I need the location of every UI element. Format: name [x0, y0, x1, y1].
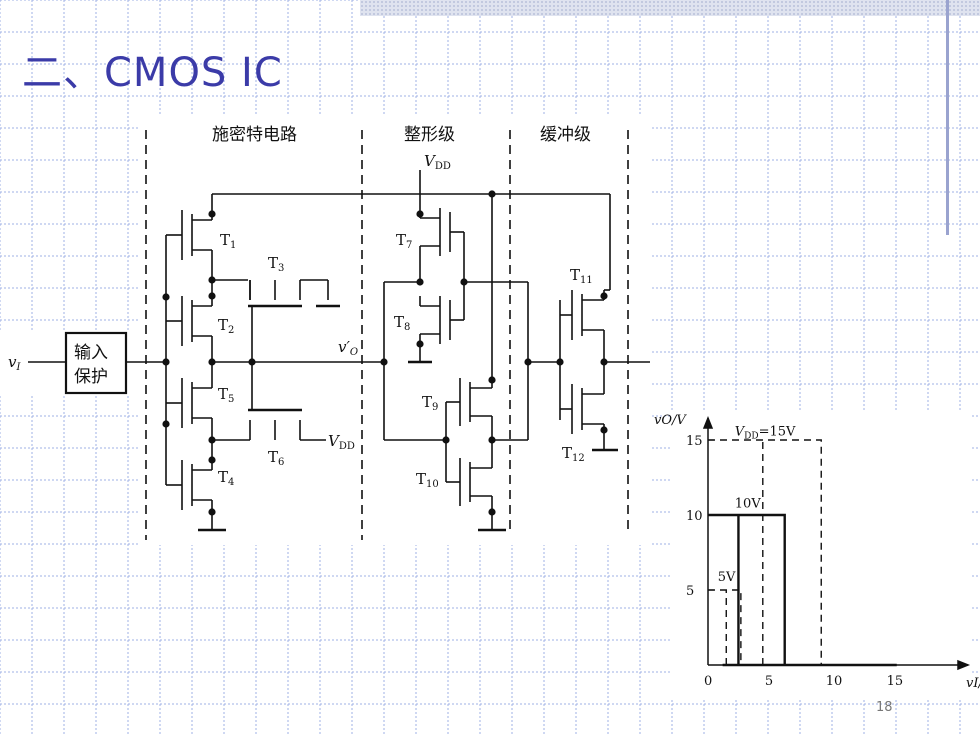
- t6-label: T6: [268, 448, 284, 468]
- section-label-schmitt: 施密特电路: [212, 125, 297, 145]
- page-number: 18: [876, 700, 893, 715]
- input-panel: [0, 330, 140, 395]
- y-tick-label: 5: [686, 584, 694, 599]
- series-label-5v: 5V: [718, 570, 736, 585]
- section-label-shaping: 整形级: [404, 125, 455, 145]
- x-tick-label: 0: [704, 674, 712, 689]
- y-axis-arrow: [702, 415, 714, 429]
- x-axis-arrow: [957, 659, 971, 671]
- cmos-circuit-diagram: 输入 保护 vI vO v′O VDD VDD T1 T2 T3 T4 T5 T…: [8, 130, 650, 540]
- y-tick-label: 10: [686, 509, 703, 524]
- title-prefix: 二、: [22, 50, 104, 96]
- x-tick-label: 15: [887, 674, 904, 689]
- series-line-1: [708, 513, 786, 665]
- slide-top-bar: [360, 0, 980, 16]
- series-label-10v: 10V: [735, 497, 762, 512]
- t2-label: T2: [218, 316, 234, 336]
- junction-dots: [162, 190, 608, 516]
- input-block-line1: 输入: [74, 343, 108, 363]
- t5-label: T5: [218, 385, 234, 405]
- slide-title: 二、CMOS IC: [22, 40, 283, 98]
- t3-label: T3: [268, 254, 284, 274]
- title-main: CMOS IC: [104, 50, 283, 96]
- mid-node-label: v′O: [338, 338, 358, 358]
- slide-right-accent-line: [946, 0, 949, 235]
- input-label: vI: [8, 353, 21, 373]
- t10-label: T10: [416, 470, 439, 490]
- x-axis-label: vI/V: [966, 676, 980, 691]
- input-block-line2: 保护: [74, 367, 108, 387]
- t4-label: T4: [218, 468, 234, 488]
- transfer-characteristic-chart: 0 5 10 15 5 10 15 vO/V vI/V VDD=15V 10V 5V: [654, 410, 980, 700]
- t9-label: T9: [422, 393, 438, 413]
- t12-label: T12: [562, 444, 585, 464]
- vdd-top-label: VDD: [424, 152, 451, 172]
- input-protection-box: [64, 331, 128, 395]
- section-dividers: [145, 130, 629, 540]
- series-label-15v: VDD=15V: [735, 425, 796, 442]
- x-tick-label: 10: [826, 674, 843, 689]
- t11-label: T11: [570, 266, 593, 286]
- vdd-t6-label: VDD: [328, 432, 355, 452]
- schmitt-stack: [165, 194, 384, 532]
- series-line-0: [708, 439, 822, 665]
- x-tick-label: 5: [765, 674, 773, 689]
- circuit-panel: [140, 115, 650, 545]
- y-axis-label: vO/V: [654, 413, 687, 428]
- y-tick-label: 15: [686, 434, 703, 449]
- section-label-buffer: 缓冲级: [540, 125, 591, 145]
- t7-label: T7: [396, 231, 412, 251]
- t8-label: T8: [394, 313, 410, 333]
- t1-label: T1: [220, 231, 236, 251]
- buffer-stage: [528, 194, 650, 452]
